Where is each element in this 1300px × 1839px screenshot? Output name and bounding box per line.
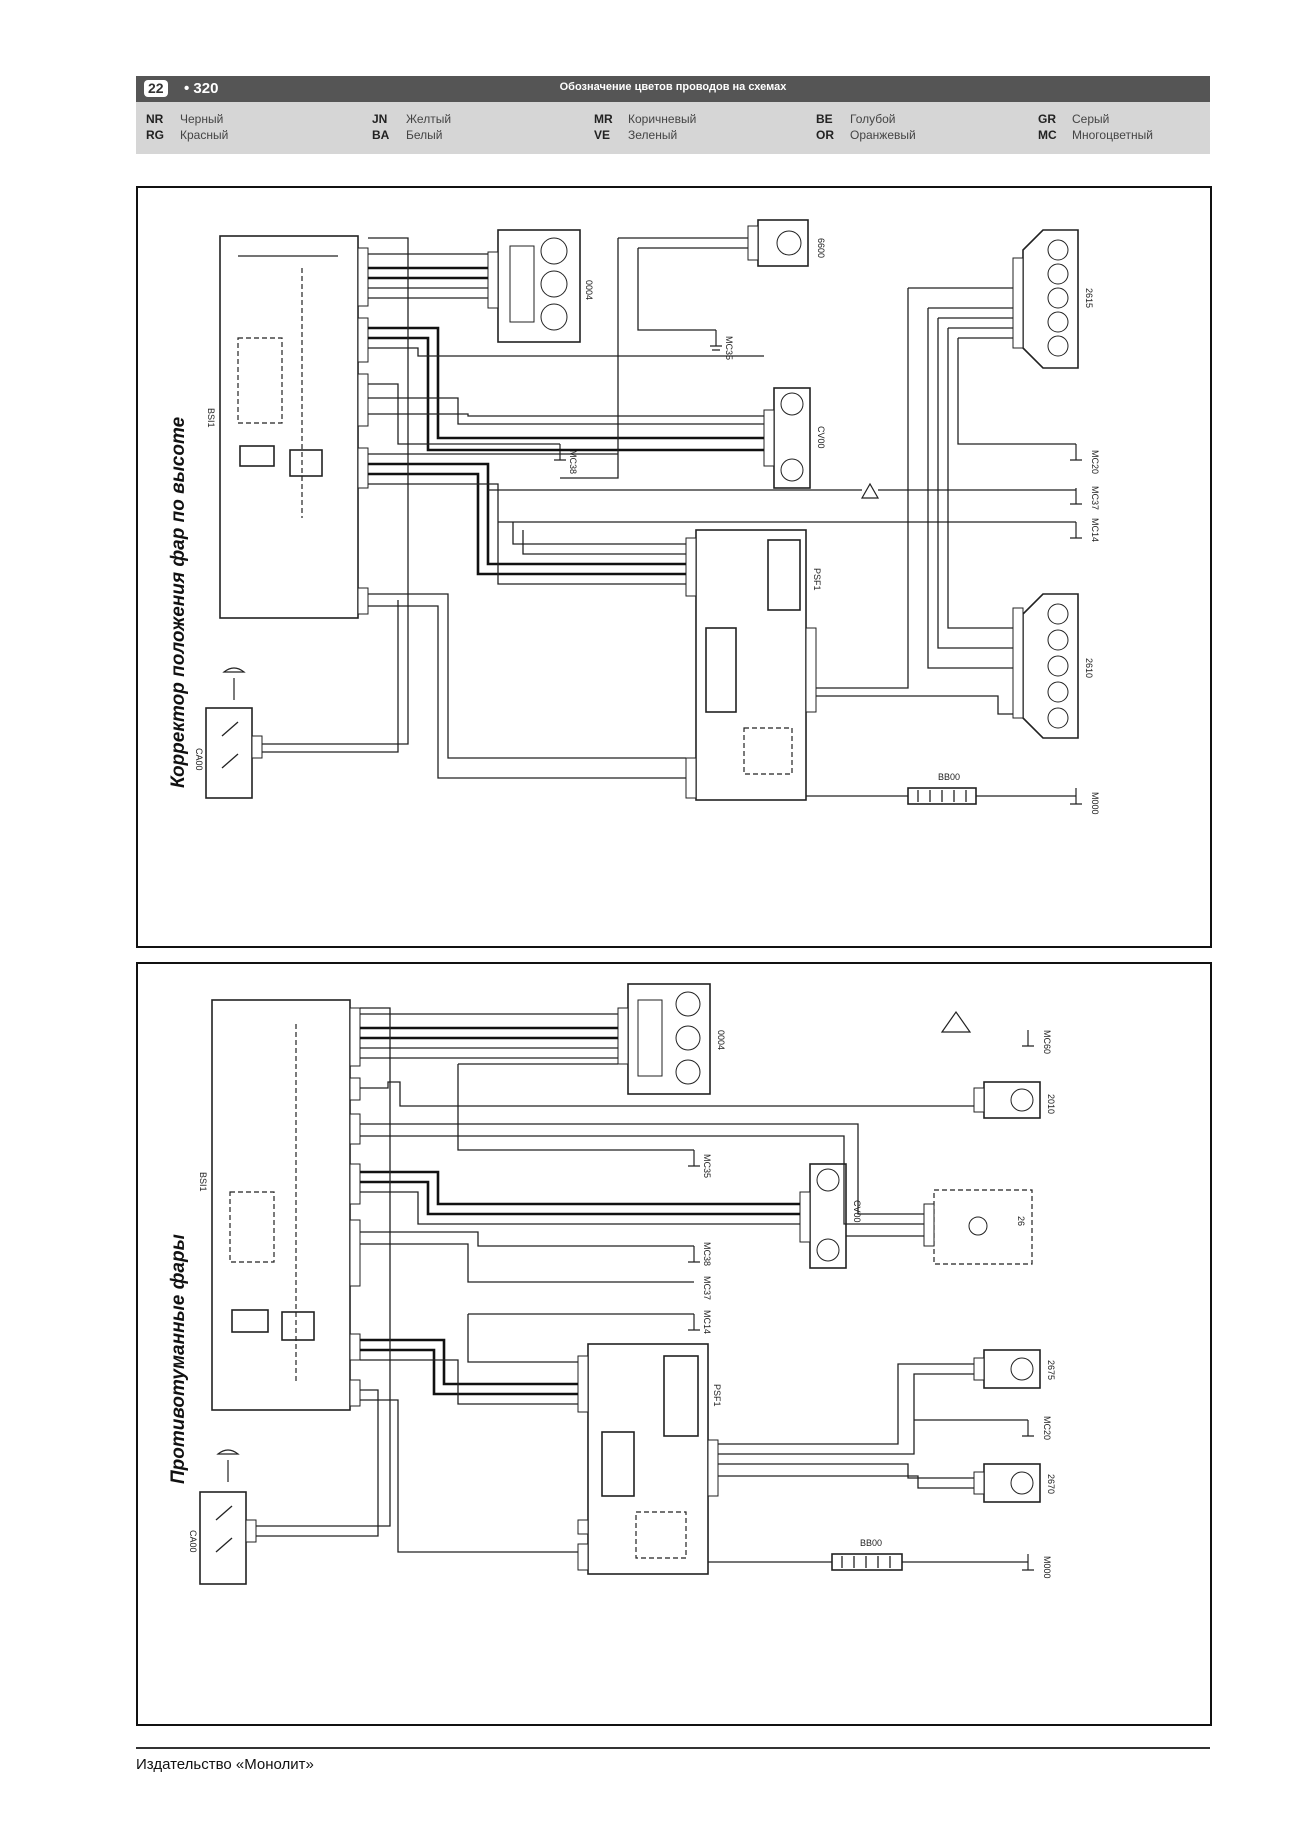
chapter-number: 22 [144, 80, 168, 97]
c2615-label: 2615 [1084, 288, 1094, 308]
bsi-label: BSI1 [206, 408, 216, 428]
mc20-label: MC20 [1042, 1416, 1052, 1440]
diagram-headlamp-leveling: Корректор положения фар по высоте BSI1 0 [136, 186, 1212, 948]
component-6600: 6600 [747, 219, 826, 267]
component-2675: 2675 [973, 1349, 1056, 1389]
ca00-label: CA00 [188, 1530, 198, 1553]
mc20-label: MC20 [1090, 450, 1100, 474]
wires [262, 237, 1076, 797]
bb00-label: BB00 [938, 772, 960, 782]
cv00-label: CV00 [852, 1200, 862, 1223]
mc35-label: MC35 [702, 1154, 712, 1178]
component-2670: 2670 [973, 1463, 1056, 1503]
bsi-label: BSI1 [198, 1172, 208, 1192]
ca00-label: CA00 [194, 748, 204, 771]
component-2615: 2615 [1012, 229, 1094, 369]
c004-label: 0004 [584, 280, 594, 300]
mc14-label: MC14 [702, 1310, 712, 1334]
wiring-diagram: BSI1 0004 MC60 2010 CV0 [188, 983, 1056, 1585]
page-header: 22 • 320 Обозначение цветов проводов на … [136, 76, 1210, 102]
mc38-label: MC38 [568, 450, 578, 474]
legend-title: Обозначение цветов проводов на схемах [559, 81, 787, 93]
ground-points: MC35 MC38 MC20 MC37 MC14 M000 [554, 330, 1100, 815]
cv00-label: CV00 [816, 426, 826, 449]
footer-divider [136, 1747, 1210, 1749]
page-number: • 320 [184, 80, 219, 97]
mc38-label: MC38 [702, 1242, 712, 1266]
mc35-label: MC35 [724, 336, 734, 360]
mc37-label: MC37 [702, 1276, 712, 1300]
c2675-label: 2675 [1046, 1360, 1056, 1380]
publisher-credit: Издательство «Монолит» [136, 1756, 314, 1773]
ground-points: MC35 MC38 MC37 MC14 MC20 M000 [688, 1150, 1052, 1579]
diagram-fog-lamps: Противотуманные фары BSI1 0004 [136, 962, 1212, 1726]
bsi-unit: BSI1 [198, 999, 361, 1411]
mc14-label: MC14 [1090, 518, 1100, 542]
component-2600: 26 [923, 1189, 1033, 1265]
component-ca00: CA00 [188, 1449, 257, 1585]
battery-bb00: BB00 [907, 772, 977, 805]
battery-bb00: BB00 [831, 1538, 903, 1571]
component-0004: 0004 [487, 229, 594, 343]
c2600-label: 26 [1016, 1216, 1026, 1226]
mc37-label: MC37 [1090, 486, 1100, 510]
m000-label: M000 [1042, 1556, 1052, 1579]
component-cv00: CV00 [763, 387, 826, 489]
bsi-unit: BSI1 [206, 235, 369, 619]
c2010-label: 2010 [1046, 1094, 1056, 1114]
wires [256, 1007, 1028, 1563]
c004-label: 0004 [716, 1030, 726, 1050]
c2670-label: 2670 [1046, 1474, 1056, 1494]
component-2010: MC60 2010 [940, 1010, 1056, 1119]
wiring-diagram: BSI1 0004 6600 2615 [194, 219, 1100, 815]
m000-label: M000 [1090, 792, 1100, 815]
component-cv00: CV00 [799, 1163, 862, 1269]
component-0004: 0004 [617, 983, 726, 1095]
bb00-label: BB00 [860, 1538, 882, 1548]
psf1-label: PSF1 [812, 568, 822, 591]
component-psf1: PSF1 [577, 1343, 722, 1575]
component-2610: 2610 [1012, 593, 1094, 739]
mc60-label: MC60 [1042, 1030, 1052, 1054]
component-psf1: PSF1 [685, 529, 822, 801]
component-ca00: CA00 [194, 667, 263, 799]
c2610-label: 2610 [1084, 658, 1094, 678]
b600-label: 6600 [816, 238, 826, 258]
psf1-label: PSF1 [712, 1384, 722, 1407]
